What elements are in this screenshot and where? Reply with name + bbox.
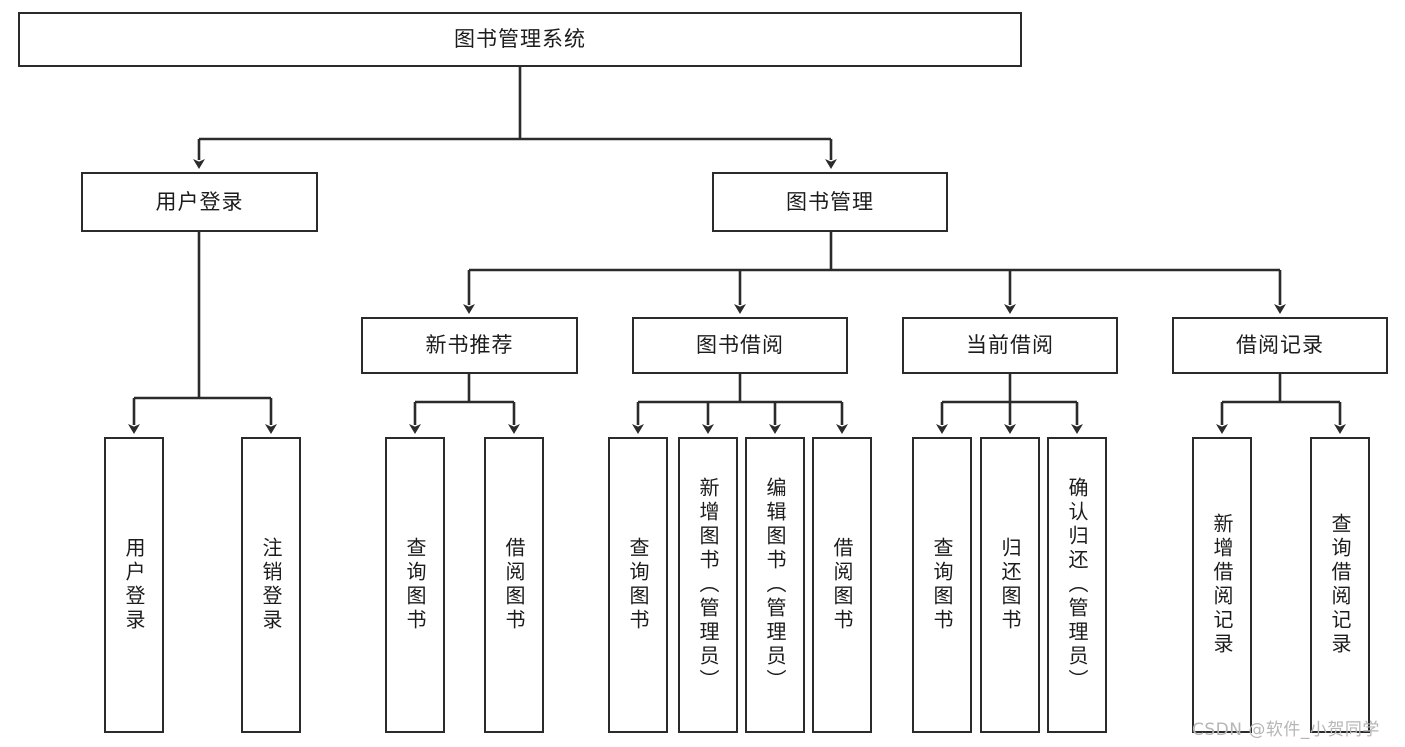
leaf-borrow-add-book-admin[interactable]: 新增图书（管理员） [678,437,738,733]
node-borrow-record[interactable]: 借阅记录 [1172,317,1388,374]
node-label: 查询图书 [930,537,954,633]
leaf-user-login-signin[interactable]: 用户登录 [104,437,164,733]
node-label: 用户登录 [155,189,244,214]
leaf-recommend-borrow-book[interactable]: 借阅图书 [484,437,544,733]
node-label: 查询图书 [626,537,650,633]
node-label: 借阅图书 [830,537,854,633]
leaf-current-confirm-return-admin[interactable]: 确认归还（管理员） [1047,437,1107,733]
leaf-record-query-record[interactable]: 查询借阅记录 [1310,437,1370,733]
node-label: 注销登录 [259,537,283,633]
leaf-current-query-book[interactable]: 查询图书 [912,437,972,733]
leaf-current-return-book[interactable]: 归还图书 [980,437,1040,733]
node-book-borrow[interactable]: 图书借阅 [632,317,848,374]
node-label: 借阅图书 [502,537,526,633]
leaf-borrow-query-book[interactable]: 查询图书 [608,437,668,733]
node-label: 确认归还（管理员） [1065,477,1089,693]
node-label: 图书管理系统 [454,27,586,52]
leaf-borrow-borrow-book[interactable]: 借阅图书 [812,437,872,733]
leaf-borrow-edit-book-admin[interactable]: 编辑图书（管理员） [745,437,805,733]
leaf-recommend-query-book[interactable]: 查询图书 [385,437,445,733]
node-label: 借阅记录 [1236,333,1324,358]
node-new-book-recommend[interactable]: 新书推荐 [361,317,578,374]
leaf-record-add-record[interactable]: 新增借阅记录 [1192,437,1252,733]
node-user-login[interactable]: 用户登录 [81,172,318,232]
csdn-watermark: CSDN @软件_小贺同学 [1192,720,1380,740]
node-label: 查询借阅记录 [1328,513,1352,657]
node-label: 新书推荐 [425,333,514,358]
node-current-borrow[interactable]: 当前借阅 [902,317,1118,374]
node-label: 新增借阅记录 [1210,513,1234,657]
node-label: 新增图书（管理员） [696,477,720,693]
node-root-system[interactable]: 图书管理系统 [18,12,1022,67]
node-label: 归还图书 [998,537,1022,633]
node-label: 查询图书 [403,537,427,633]
node-book-management[interactable]: 图书管理 [712,172,948,232]
node-label: 编辑图书（管理员） [763,477,787,693]
node-label: 图书借阅 [696,333,784,358]
node-label: 图书管理 [786,189,874,214]
node-label: 用户登录 [122,537,146,633]
leaf-user-login-signout[interactable]: 注销登录 [241,437,301,733]
node-label: 当前借阅 [966,333,1054,358]
